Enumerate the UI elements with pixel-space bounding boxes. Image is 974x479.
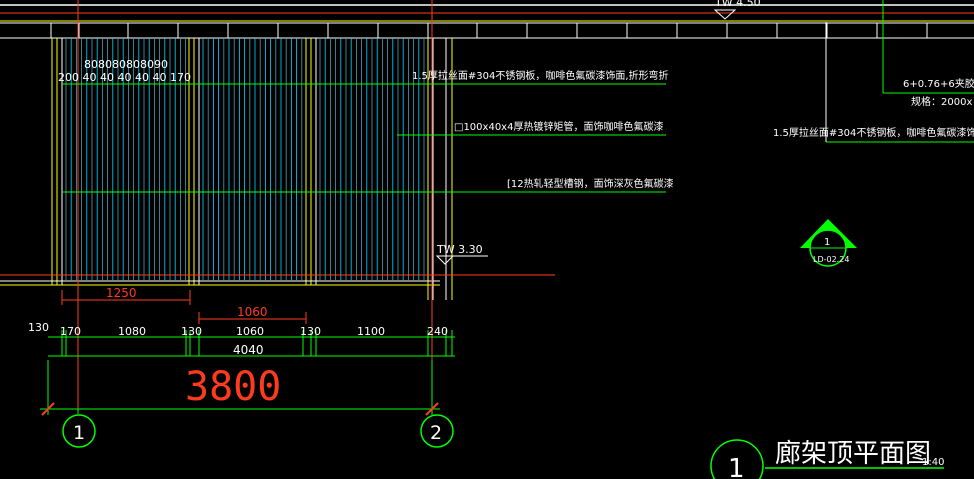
dim-row-0: 170	[60, 325, 81, 338]
annotation-steel-plate: 1.5厚拉丝面#304不锈钢板，咖啡色氟碳漆饰面,折形弯折	[412, 69, 669, 82]
dim-row-2: 130	[181, 325, 202, 338]
annotation-spec: 规格：2000x	[911, 95, 972, 108]
dimension-130-left: 130	[28, 321, 49, 334]
axis-bubble-1-label: 1	[73, 422, 85, 444]
dimension-1250: 1250	[61, 286, 191, 305]
dim-row-4: 130	[300, 325, 321, 338]
top-small-dims: 200 40 40 40 40 40 170	[58, 71, 191, 84]
title-number: 1	[728, 454, 745, 479]
dim-row-6: 240	[427, 325, 448, 338]
dimension-3800-label: 3800	[185, 364, 281, 410]
elevation-top-label: TW 4.50	[714, 0, 761, 9]
section-marker-ref: LD-02.24	[813, 255, 849, 264]
dimension-row: 130 170 1080 130 1060 130 1100 240 4040	[28, 321, 455, 357]
title-block: 1 廊架顶平面图 1:40	[710, 439, 944, 479]
drawing-title: 廊架顶平面图	[775, 439, 931, 469]
dim-row-3: 1060	[236, 325, 264, 338]
axis-bubble-2-label: 2	[430, 422, 442, 444]
annotation-glass: 6+0.76+6夹胶	[903, 77, 974, 90]
top-beam-ticks	[50, 23, 928, 38]
dim-row-5: 1100	[357, 325, 385, 338]
top-stack-dims: 808080808090	[84, 58, 168, 71]
elevation-mid-marker: TW 3.30	[435, 243, 488, 265]
slat-lines	[65, 38, 425, 280]
annotation-steel-right: 1.5厚拉丝面#304不锈钢板，咖啡色氟碳漆饰	[773, 126, 974, 139]
drawing-scale: 1:40	[922, 457, 944, 468]
right-leaders: 6+0.76+6夹胶 规格：2000x 1.5厚拉丝面#304不锈钢板，咖啡色氟…	[773, 0, 974, 143]
annotation-channel-steel: [12热轧轻型槽钢，面饰深灰色氟碳漆	[507, 177, 674, 190]
elevation-mid-label: TW 3.30	[436, 243, 483, 256]
title-number-bubble	[710, 439, 764, 479]
material-notes: 1.5厚拉丝面#304不锈钢板，咖啡色氟碳漆饰面,折形弯折 □100x40x4厚…	[412, 69, 674, 190]
dimension-1250-label: 1250	[106, 286, 137, 300]
dimension-3800: 3800	[40, 360, 440, 416]
dimension-1060: 1060	[198, 305, 307, 324]
panel-structure	[0, 0, 827, 410]
top-beams	[0, 4, 974, 39]
dimension-4040: 4040	[233, 343, 264, 357]
elevation-top-marker: TW 4.50	[713, 0, 761, 20]
dim-row-1: 1080	[118, 325, 146, 338]
top-dimensions: 808080808090 200 40 40 40 40 40 170	[58, 58, 191, 84]
axis-bubble-1	[62, 414, 96, 448]
section-marker-number: 1	[824, 237, 830, 248]
dimension-1060-label: 1060	[237, 305, 268, 319]
dimension-row-ticks	[61, 330, 453, 356]
annotation-rect-tube: □100x40x4厚热镀锌矩管，面饰咖啡色氟碳漆	[454, 120, 663, 133]
section-marker: 1 LD-02.24	[800, 219, 857, 267]
axis-bubble-2	[420, 414, 454, 448]
axis-bubbles: 1 2	[62, 409, 454, 448]
